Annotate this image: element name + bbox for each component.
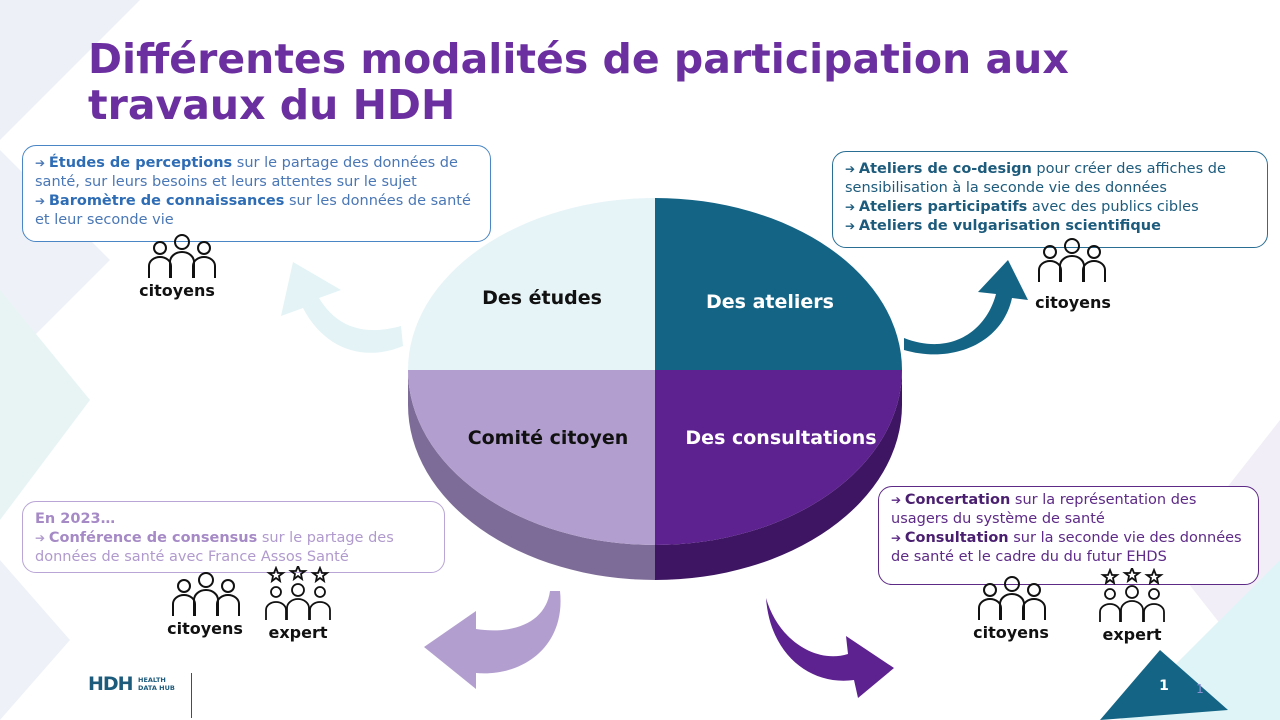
consultation-item-1-text: sur la représentation des usagers du sys…: [891, 492, 1197, 527]
workshop-item-2-text: avec des publics cibles: [1027, 199, 1199, 215]
quadrant-bottom-right: [655, 370, 902, 545]
studies-description-box: ➔ Études de perceptions sur le partage d…: [22, 145, 491, 242]
consultation-item-2-title: Consultation: [904, 530, 1009, 546]
page-number-small: 1: [1196, 682, 1204, 696]
curved-arrow-bottom-left: [424, 591, 561, 689]
committee-year: En 2023…: [35, 511, 116, 527]
page-title: Différentes modalités de participation a…: [88, 35, 1069, 129]
quadrant-label-ateliers: Des ateliers: [706, 291, 834, 313]
committee-item-1-text: sur le partage des données de santé avec…: [35, 530, 394, 565]
workshop-item-3-title: Ateliers de vulgarisation scientifique: [858, 218, 1161, 234]
logo-divider: [191, 673, 192, 718]
quadrant-top-right: [655, 198, 902, 370]
study-item-1-title: Études de perceptions: [48, 155, 233, 171]
citizens-group-icon: [978, 576, 1046, 620]
arrow-bullet-icon: ➔: [35, 194, 49, 208]
quadrant-top-left: [408, 198, 655, 370]
expert-group-icon: [265, 566, 331, 620]
citizens-group-icon: [172, 572, 240, 616]
workshop-item-2-title: Ateliers participatifs: [858, 199, 1028, 215]
workshop-item-1-title: Ateliers de co-design: [858, 161, 1032, 177]
workshops-description-box: ➔ Ateliers de co-design pour créer des a…: [832, 151, 1268, 248]
citizens-label: citoyens: [973, 623, 1049, 642]
arrow-bullet-icon: ➔: [891, 493, 905, 507]
arrow-bullet-icon: ➔: [35, 531, 49, 545]
quadrant-bottom-left: [408, 370, 655, 545]
study-item-1-text: sur le partage des données de santé, sur…: [35, 155, 458, 190]
arrow-bullet-icon: ➔: [845, 200, 859, 214]
arrow-bullet-icon: ➔: [891, 531, 905, 545]
workshop-item-1-text: pour créer des affiches de sensibilisati…: [845, 161, 1226, 196]
hdh-logo-line2: DATA HUB: [138, 684, 175, 692]
expert-label: expert: [268, 623, 328, 642]
committee-item-1-title: Conférence de consensus: [48, 530, 258, 546]
study-item-2-title: Baromètre de connaissances: [48, 193, 285, 209]
arrow-bullet-icon: ➔: [845, 219, 859, 233]
curved-arrow-bottom-right: [766, 598, 894, 698]
hdh-logo-line1: HEALTH: [138, 676, 166, 684]
pie-diagram: [408, 198, 902, 580]
quadrant-label-consultations: Des consultations: [685, 427, 877, 449]
citizens-group-icon: [1038, 238, 1106, 282]
hdh-logo-mark: HDH: [88, 673, 134, 695]
expert-label: expert: [1102, 625, 1162, 644]
expert-group-icon: [1099, 568, 1165, 622]
consultations-description-box: ➔ Concertation sur la représentation des…: [878, 486, 1259, 585]
quadrant-label-comite: Comité citoyen: [467, 427, 629, 449]
consultation-item-2-text: sur la seconde vie des données de santé …: [891, 530, 1242, 565]
citizens-group-icon: [148, 234, 216, 278]
citizens-label: citoyens: [167, 619, 243, 638]
committee-description-box: En 2023… ➔ Conférence de consensus sur l…: [22, 501, 445, 573]
arrow-bullet-icon: ➔: [845, 162, 859, 176]
citizens-label: citoyens: [1035, 293, 1111, 312]
page-number: 1: [1159, 678, 1169, 694]
hdh-logo: HDH HEALTH DATA HUB: [88, 673, 198, 703]
curved-arrow-top-right: [904, 260, 1028, 355]
arrow-bullet-icon: ➔: [35, 156, 49, 170]
study-item-2-text: sur les données de santé et leur seconde…: [35, 193, 471, 228]
citizens-label: citoyens: [139, 281, 215, 300]
quadrant-label-etudes: Des études: [482, 287, 602, 309]
curved-arrow-top-left: [281, 262, 403, 353]
consultation-item-1-title: Concertation: [904, 492, 1011, 508]
